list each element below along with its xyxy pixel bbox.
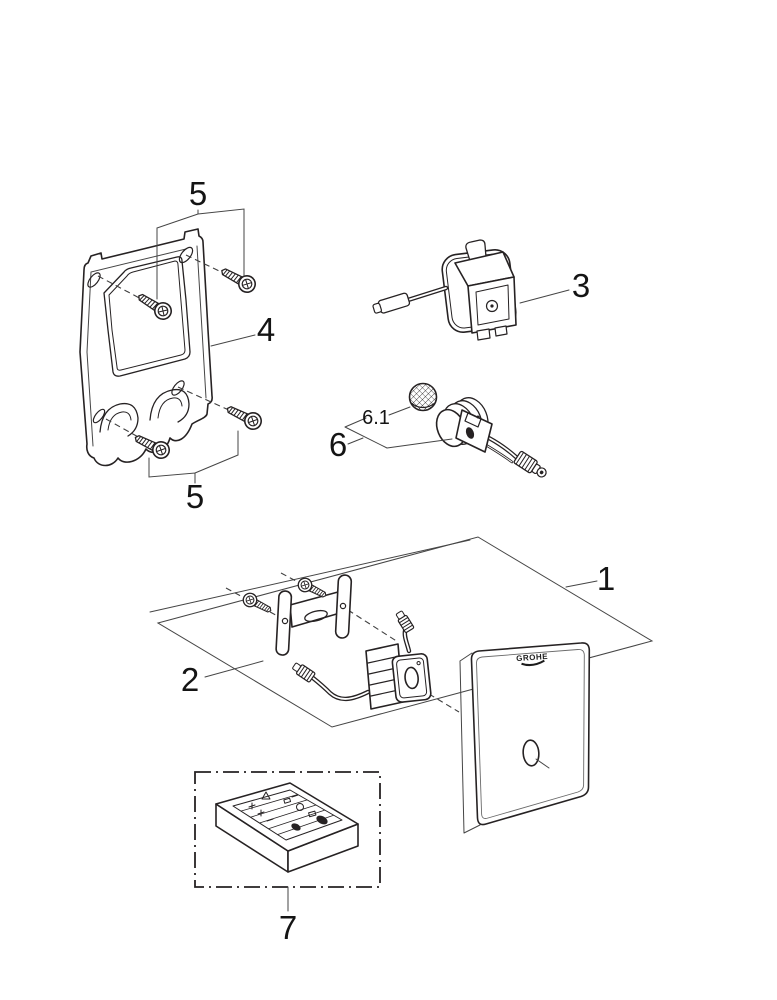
brand-logo: GROHE bbox=[516, 652, 549, 667]
clip bbox=[465, 239, 487, 262]
callout-7-label: 7 bbox=[279, 909, 297, 946]
callout-2: 2 bbox=[181, 660, 264, 698]
callout-3: 3 bbox=[519, 267, 590, 304]
minus-icon bbox=[266, 818, 274, 822]
callout-5-bottom-label: 5 bbox=[186, 478, 204, 515]
mounting-bracket-drawing bbox=[275, 574, 353, 656]
callout-4-label: 4 bbox=[257, 311, 275, 348]
callout-5-top: 5 bbox=[156, 175, 245, 300]
callout-2-label: 2 bbox=[181, 661, 199, 698]
callout-6-1-label: 6.1 bbox=[362, 407, 390, 429]
screw-slot bbox=[92, 408, 106, 424]
button-icon bbox=[291, 823, 301, 831]
cartridge-plug bbox=[513, 450, 547, 478]
callout-6-group: 6.1 6 bbox=[329, 406, 453, 463]
callout-1-label: 1 bbox=[597, 560, 615, 597]
callout-5-top-label: 5 bbox=[189, 175, 207, 212]
callout-6-label: 6 bbox=[329, 426, 347, 463]
solenoid-unit-drawing bbox=[372, 239, 517, 341]
electronics-module-drawing bbox=[292, 610, 432, 710]
callout-5-bottom: 5 bbox=[148, 430, 239, 515]
mounting-plane bbox=[149, 536, 654, 728]
callout-1: 1 bbox=[565, 560, 615, 597]
hose-connector bbox=[395, 610, 415, 633]
sensor-window bbox=[522, 739, 540, 767]
plus-icon bbox=[257, 809, 265, 817]
hose-connector bbox=[292, 662, 316, 683]
filter-mesh bbox=[408, 382, 438, 412]
triangle-icon bbox=[261, 791, 271, 800]
callout-3-label: 3 bbox=[572, 267, 590, 304]
cover-plate-drawing: GROHE bbox=[459, 642, 591, 834]
cable-plug bbox=[372, 292, 411, 314]
mounting-frame-drawing bbox=[79, 228, 213, 467]
cartridge-drawing bbox=[408, 382, 547, 478]
brand-logo-text: GROHE bbox=[516, 652, 549, 663]
button-icon bbox=[316, 815, 328, 825]
circle-icon bbox=[296, 803, 304, 811]
screw-slot bbox=[171, 380, 185, 396]
minus-icon bbox=[291, 794, 299, 798]
remote-control-group: 7 bbox=[194, 771, 381, 946]
screw-slot bbox=[178, 246, 194, 264]
screw-slot bbox=[87, 272, 101, 288]
plus-icon bbox=[248, 802, 256, 810]
callout-4: 4 bbox=[210, 311, 275, 348]
